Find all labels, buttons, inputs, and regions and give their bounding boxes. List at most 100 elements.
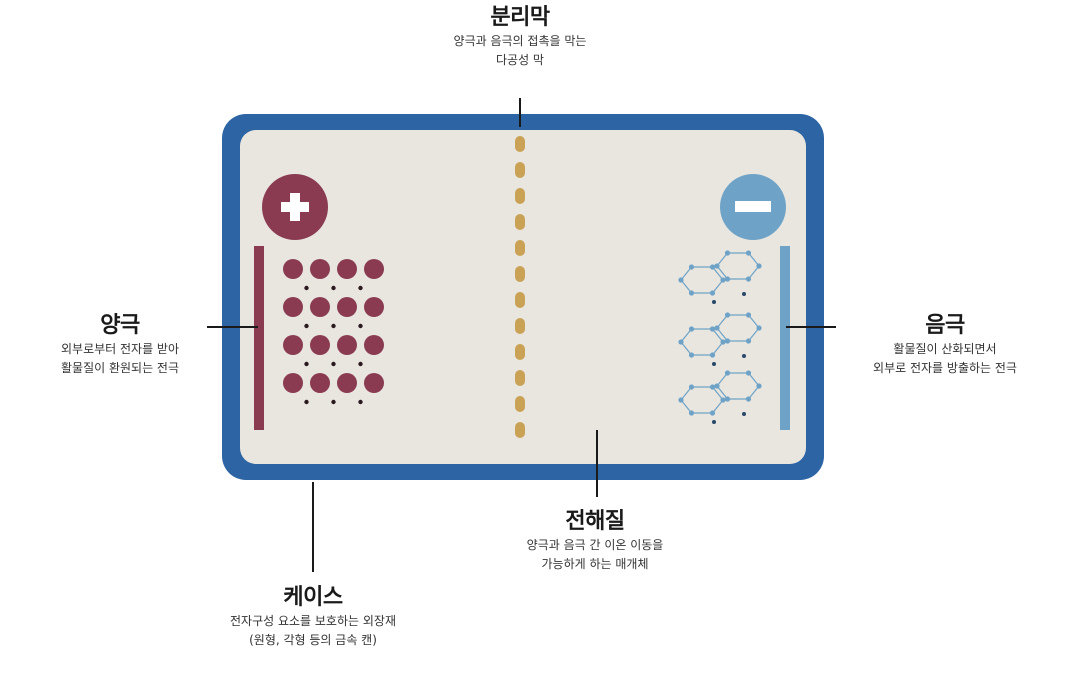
lithium-ion [712,362,716,366]
graphite-atom [688,326,695,332]
lithium-ion [331,285,336,291]
separator-dash [515,162,525,178]
graphite-atom [678,339,684,345]
separator-label: 분리막 양극과 음극의 접촉을 막는 다공성 막 [420,4,620,70]
electrolyte-label: 전해질 양극과 음극 간 이온 이동을 가능하게 하는 매개체 [490,508,700,574]
graphite-atom [688,410,695,416]
graphite-atom [745,276,752,282]
graphite-atom [724,276,731,282]
cathode-particle [310,259,330,279]
electrolyte-title: 전해질 [565,509,625,534]
graphite-atom [745,338,752,344]
separator-dash [515,292,525,308]
cathode-particle [310,335,330,355]
graphite-atom [709,410,716,416]
separator-desc-line2: 다공성 막 [496,53,544,67]
separator-dash [515,188,525,204]
graphite-atom [714,325,720,331]
anode-graphite-layers [678,250,762,424]
lithium-ion [331,323,336,329]
graphite-atom [724,250,731,256]
graphite-atom [678,397,684,403]
graphite-atom [756,325,762,331]
separator-dash [515,266,525,282]
lithium-ion [331,361,336,367]
cathode-particle [310,373,330,393]
graphite-atom [709,326,716,332]
cathode-particle [364,373,384,393]
cathode-particle [283,373,303,393]
lithium-ion [712,420,716,424]
cathode-particle [283,297,303,317]
lithium-ion [712,300,716,304]
cathode-particle [364,297,384,317]
anode-electrode [780,246,790,430]
separator-desc-line1: 양극과 음극의 접촉을 막는 [453,34,587,48]
case-desc-line2: (원형, 각형 등의 금속 캔) [249,633,377,647]
cathode-particle [337,335,357,355]
cathode-desc-line1: 외부로부터 전자를 받아 [60,342,180,356]
graphite-atom [714,383,720,389]
graphite-atom [724,338,731,344]
case-title: 케이스 [283,585,343,610]
cathode-desc-line2: 활물질이 환원되는 전극 [60,361,180,375]
separator-membrane [515,136,525,438]
graphite-atom [745,312,752,318]
lithium-ion [304,399,309,405]
graphite-atom [745,396,752,402]
separator-dash [515,370,525,386]
graphite-atom [724,312,731,318]
separator-dash [515,318,525,334]
lithium-ion [742,292,746,296]
anode-title: 음극 [925,313,965,338]
cathode-label: 양극 외부로부터 전자를 받아 활물질이 환원되는 전극 [30,312,210,378]
lithium-ion [331,399,336,405]
graphite-atom [688,290,695,296]
plus-icon [262,174,328,240]
anode-label: 음극 활물질이 산화되면서 외부로 전자를 방출하는 전극 [845,312,1045,378]
electrolyte-desc-line1: 양극과 음극 간 이온 이동을 [526,538,664,552]
graphite-atom [688,264,695,270]
graphite-atom [720,277,726,283]
cathode-electrode [254,246,264,430]
separator-dash [515,240,525,256]
minus-icon [720,174,786,240]
graphite-atom [709,384,716,390]
case-label: 케이스 전자구성 요소를 보호하는 외장재 (원형, 각형 등의 금속 캔) [188,584,438,650]
graphite-atom [678,277,684,283]
anode-desc-line2: 외부로 전자를 방출하는 전극 [873,361,1017,375]
electrolyte-desc-line2: 가능하게 하는 매개체 [541,557,649,571]
cathode-particle [337,373,357,393]
cathode-particle [337,297,357,317]
lithium-ion [358,399,363,405]
graphite-atom [745,370,752,376]
graphite-atom [720,339,726,345]
separator-dash [515,136,525,152]
graphite-atom [688,384,695,390]
cathode-particle [337,259,357,279]
graphite-atom [756,263,762,269]
lithium-ion [358,323,363,329]
graphite-atom [756,383,762,389]
graphite-atom [720,397,726,403]
lithium-ion [304,361,309,367]
leader-lines [207,98,836,572]
cathode-particle [283,335,303,355]
separator-dash [515,422,525,438]
graphite-atom [709,264,716,270]
cathode-particle [364,259,384,279]
case-desc-line1: 전자구성 요소를 보호하는 외장재 [229,614,396,628]
separator-dash [515,344,525,360]
lithium-ion [304,323,309,329]
separator-title: 분리막 [490,5,550,30]
lithium-ion [742,412,746,416]
graphite-atom [709,290,716,296]
anode-desc-line1: 활물질이 산화되면서 [893,342,997,356]
graphite-atom [709,352,716,358]
cathode-active-material [283,259,384,405]
cathode-particle [310,297,330,317]
graphite-atom [688,352,695,358]
lithium-ion [358,361,363,367]
graphite-atom [724,396,731,402]
